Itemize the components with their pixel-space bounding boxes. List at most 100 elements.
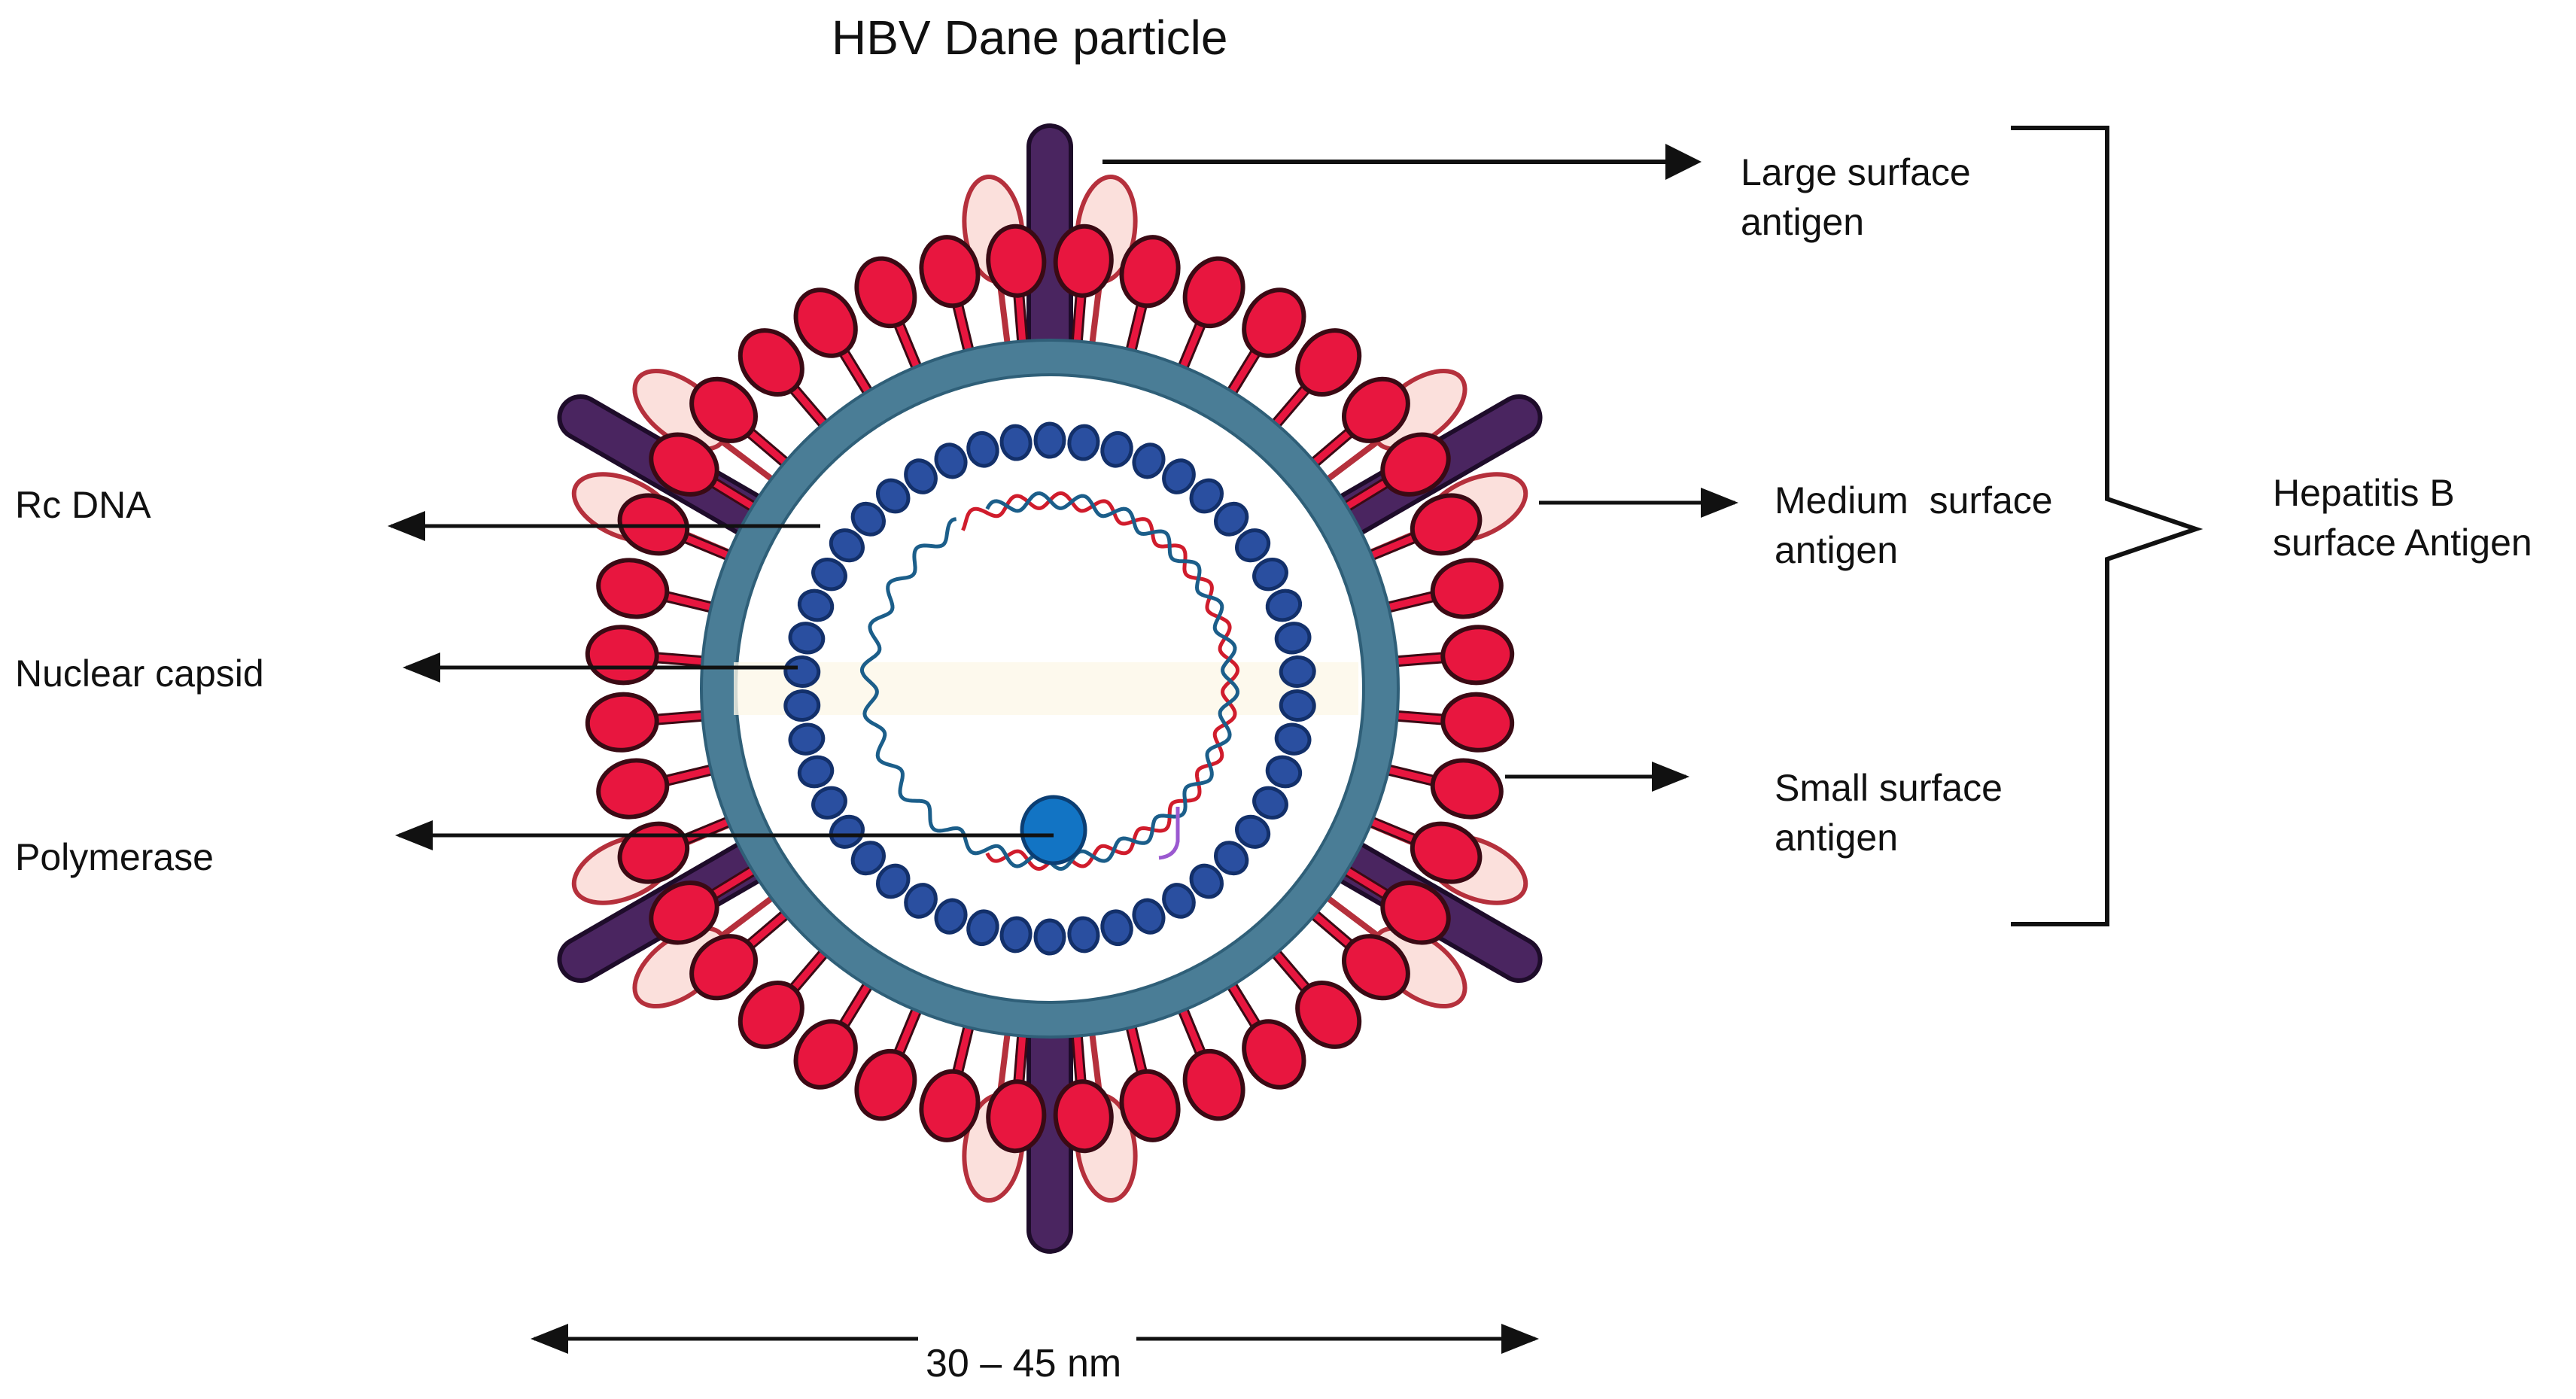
capsomer (1162, 883, 1196, 919)
capsomer (1279, 655, 1316, 688)
nuclear-capsid (783, 421, 1316, 956)
small-spike-head (1242, 1019, 1306, 1090)
capsomer (904, 883, 938, 919)
large-surface-antigen-line-1: Large surface (1741, 151, 1971, 193)
capsomer (875, 478, 911, 514)
capsomer (966, 430, 999, 468)
small-spike-head (793, 287, 858, 358)
hbsag-label: Hepatitis B surface Antigen (2273, 468, 2532, 567)
small-spike-head (1341, 934, 1410, 1001)
capsomer (1189, 478, 1224, 514)
small-spike-head (854, 256, 917, 329)
small-spike-head (1295, 328, 1362, 397)
small-spike-head (1410, 821, 1483, 884)
small-spike-head (1430, 758, 1504, 820)
capsomer (1033, 421, 1066, 459)
small-spike-head (919, 235, 981, 309)
small-spike-head (1440, 692, 1515, 753)
capsomer (829, 528, 865, 563)
capsomer (788, 722, 826, 756)
small-surface-antigen-spikes (585, 224, 1515, 1154)
large-surface-antigen-label: Large surface antigen (1741, 148, 1971, 247)
small-spike-head (986, 1079, 1047, 1154)
small-spike-head (585, 625, 659, 686)
medium-surface-antigen-line-2: antigen (1775, 529, 1899, 571)
capsomer (850, 841, 886, 876)
capsomer (1033, 918, 1066, 956)
capsomer (1274, 722, 1312, 756)
polymerase (1020, 795, 1087, 865)
small-spike-head (617, 821, 690, 884)
small-spike-head (649, 880, 719, 945)
rc-dna-minus-strand (859, 491, 1240, 871)
capsomer (934, 898, 968, 935)
capsomer (1279, 689, 1316, 722)
small-spike-head (689, 934, 759, 1001)
capsomer (1162, 458, 1196, 494)
hbsag-line-1: Hepatitis B (2273, 472, 2455, 514)
capsomer (1214, 841, 1249, 876)
capsomer (788, 622, 826, 655)
capsomer (1265, 588, 1303, 622)
capsomer (875, 863, 911, 899)
capsomer (1235, 528, 1271, 563)
capsomer (1274, 622, 1312, 655)
hbsag-line-2: surface Antigen (2273, 522, 2532, 564)
large-surface-antigen-line-2: antigen (1741, 201, 1865, 243)
capsomer (1252, 786, 1288, 820)
small-spike-head (596, 758, 670, 820)
medium-surface-antigen-line-1: Medium surface (1775, 479, 2053, 522)
capsomer (934, 443, 968, 479)
polymerase-label: Polymerase (15, 836, 214, 878)
capsomer (1252, 558, 1288, 592)
small-spike-head (1430, 558, 1504, 619)
small-spike-head (585, 692, 659, 753)
small-spike-head (1295, 980, 1362, 1049)
small-spike-head (1380, 432, 1451, 497)
medium-surface-antigen-label: Medium surface antigen (1775, 476, 2053, 575)
medium-spike-stem (714, 434, 782, 488)
rc-dna-label: Rc DNA (15, 484, 151, 526)
rna-primer (1158, 807, 1180, 860)
capsomer (1132, 898, 1166, 935)
capsomer (1100, 430, 1133, 468)
nuclear-capsid-label: Nuclear capsid (15, 652, 264, 695)
small-spike-head (854, 1048, 917, 1121)
small-spike-head (986, 224, 1047, 298)
medium-spike-stem (714, 890, 782, 943)
medium-spike-stem (1318, 434, 1385, 488)
capsomer (1189, 863, 1224, 899)
small-spike-head (596, 558, 670, 619)
small-surface-antigen-line-1: Small surface (1775, 767, 2003, 809)
capsomer (811, 558, 847, 592)
small-spike-head (1119, 1069, 1181, 1142)
rc-dna-plus-strand (961, 491, 1239, 871)
small-spike-head (649, 432, 719, 497)
capsomer (1214, 501, 1249, 537)
capsomer (783, 689, 821, 722)
capsomer (1235, 814, 1271, 849)
small-spike-head (738, 328, 804, 397)
capsomer (1067, 916, 1100, 953)
small-spike-head (1341, 376, 1410, 443)
capsomer (966, 909, 999, 947)
capsomer (829, 814, 865, 849)
small-spike-head (1053, 1079, 1114, 1154)
medium-spike-stem (1318, 890, 1385, 943)
small-surface-antigen-line-2: antigen (1775, 817, 1899, 859)
diagram-title: HBV Dane particle (832, 11, 1228, 65)
capsomer (1132, 443, 1166, 479)
inner-faint-band (734, 662, 1358, 715)
small-spike-head (919, 1069, 981, 1142)
small-spike-head (689, 376, 759, 443)
small-spike-head (1182, 1048, 1245, 1121)
capsomer (1100, 909, 1133, 947)
small-spike-head (1410, 493, 1483, 556)
small-spike-head (1440, 625, 1515, 686)
capsomer (797, 755, 835, 789)
small-spike-head (1182, 256, 1245, 329)
small-spike-head (1380, 880, 1451, 945)
small-spike-head (738, 980, 804, 1049)
